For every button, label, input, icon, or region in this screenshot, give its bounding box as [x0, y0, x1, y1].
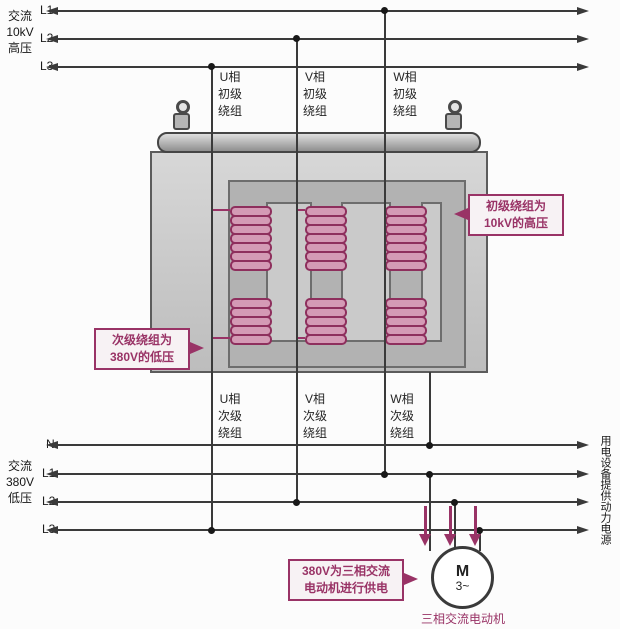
tank-lid — [157, 132, 481, 153]
callout-secondary-winding: 次级绕组为 380V的低压 — [94, 328, 190, 370]
callout-arrow-icon — [190, 342, 204, 354]
arrow-right-icon — [577, 470, 589, 478]
flow-arrow-icon — [444, 534, 456, 546]
lv-wire-l3 — [58, 529, 577, 531]
arrow-right-icon — [577, 63, 589, 71]
primary-winding-label-v: V相 初级 绕组 — [302, 70, 327, 118]
motor-letter: M — [455, 562, 470, 580]
callout-arrow-icon — [404, 573, 418, 585]
coil-lead — [211, 337, 230, 339]
arrow-left-icon — [46, 63, 58, 71]
coil-v-secondary — [305, 298, 347, 345]
arrow-right-icon — [577, 498, 589, 506]
lv-side-label: 交流 380V 低压 — [5, 459, 35, 505]
motor-feed-wire-1 — [429, 473, 431, 551]
junction-dot — [293, 499, 300, 506]
junction-dot — [208, 527, 215, 534]
secondary-winding-label-u: U相 次级 绕组 — [217, 392, 242, 440]
coil-w-secondary — [385, 298, 427, 345]
junction-dot — [451, 499, 458, 506]
lifting-lug-right-base — [445, 113, 462, 130]
coil-lead — [296, 337, 305, 339]
lifting-lug-left-base — [173, 113, 190, 130]
arrow-right-icon — [577, 526, 589, 534]
drop-wire-v — [296, 38, 298, 504]
flow-arrow-icon — [424, 506, 427, 536]
coil-turn — [305, 260, 347, 271]
hv-wire-l1 — [58, 10, 577, 12]
primary-winding-label-w: W相 初级 绕组 — [392, 70, 417, 118]
callout-arrow-icon — [454, 208, 468, 220]
arrow-left-icon — [46, 35, 58, 43]
junction-dot — [293, 35, 300, 42]
coil-v-primary — [305, 206, 347, 271]
coil-turn — [230, 334, 272, 345]
motor-symbol: M 3~ — [431, 546, 494, 609]
drop-wire-w — [384, 10, 386, 476]
lv-wire-n — [58, 444, 577, 446]
lv-wire-l2 — [58, 501, 577, 503]
junction-dot — [208, 63, 215, 70]
secondary-winding-label-v: V相 次级 绕组 — [302, 392, 327, 440]
arrow-right-icon — [577, 441, 589, 449]
coil-turn — [305, 334, 347, 345]
flow-arrow-icon — [474, 506, 477, 536]
drop-wire-u — [211, 66, 213, 532]
coil-u-primary — [230, 206, 272, 271]
callout-motor-supply: 380V为三相交流 电动机进行供电 — [288, 559, 404, 601]
arrow-right-icon — [577, 7, 589, 15]
motor-feed-wire-2 — [454, 501, 456, 551]
motor-caption: 三相交流电动机 — [420, 612, 505, 626]
coil-lead — [296, 209, 305, 211]
motor-phase: 3~ — [455, 578, 470, 593]
neutral-wire — [429, 372, 431, 446]
hv-wire-l2 — [58, 38, 577, 40]
callout-primary-winding: 初级绕组为 10kV的高压 — [468, 194, 564, 236]
coil-turn — [385, 334, 427, 345]
coil-u-secondary — [230, 298, 272, 345]
flow-arrow-icon — [469, 534, 481, 546]
junction-dot — [426, 442, 433, 449]
primary-winding-label-u: U相 初级 绕组 — [217, 70, 242, 118]
junction-dot — [381, 7, 388, 14]
junction-dot — [381, 471, 388, 478]
arrow-left-icon — [46, 441, 58, 449]
flow-arrow-icon — [449, 506, 452, 536]
arrow-right-icon — [577, 35, 589, 43]
arrow-left-icon — [46, 470, 58, 478]
junction-dot — [426, 471, 433, 478]
coil-lead — [211, 209, 230, 211]
flow-arrow-icon — [419, 534, 431, 546]
arrow-left-icon — [46, 526, 58, 534]
coil-turn — [385, 260, 427, 271]
coil-turn — [230, 260, 272, 271]
hv-wire-l3 — [58, 66, 577, 68]
core-window-2 — [341, 202, 391, 342]
coil-w-primary — [385, 206, 427, 271]
lifting-lug-right-icon — [448, 100, 462, 114]
junction-dot — [476, 527, 483, 534]
arrow-left-icon — [46, 7, 58, 15]
hv-side-label: 交流 10kV 高压 — [6, 9, 34, 55]
arrow-left-icon — [46, 498, 58, 506]
lifting-lug-left-icon — [176, 100, 190, 114]
secondary-winding-label-w: W相 次级 绕组 — [389, 392, 414, 440]
lv-usage-note: 用电设备提供动力电源 — [599, 435, 611, 545]
lv-wire-l1 — [58, 473, 577, 475]
core-window-1 — [266, 202, 312, 342]
